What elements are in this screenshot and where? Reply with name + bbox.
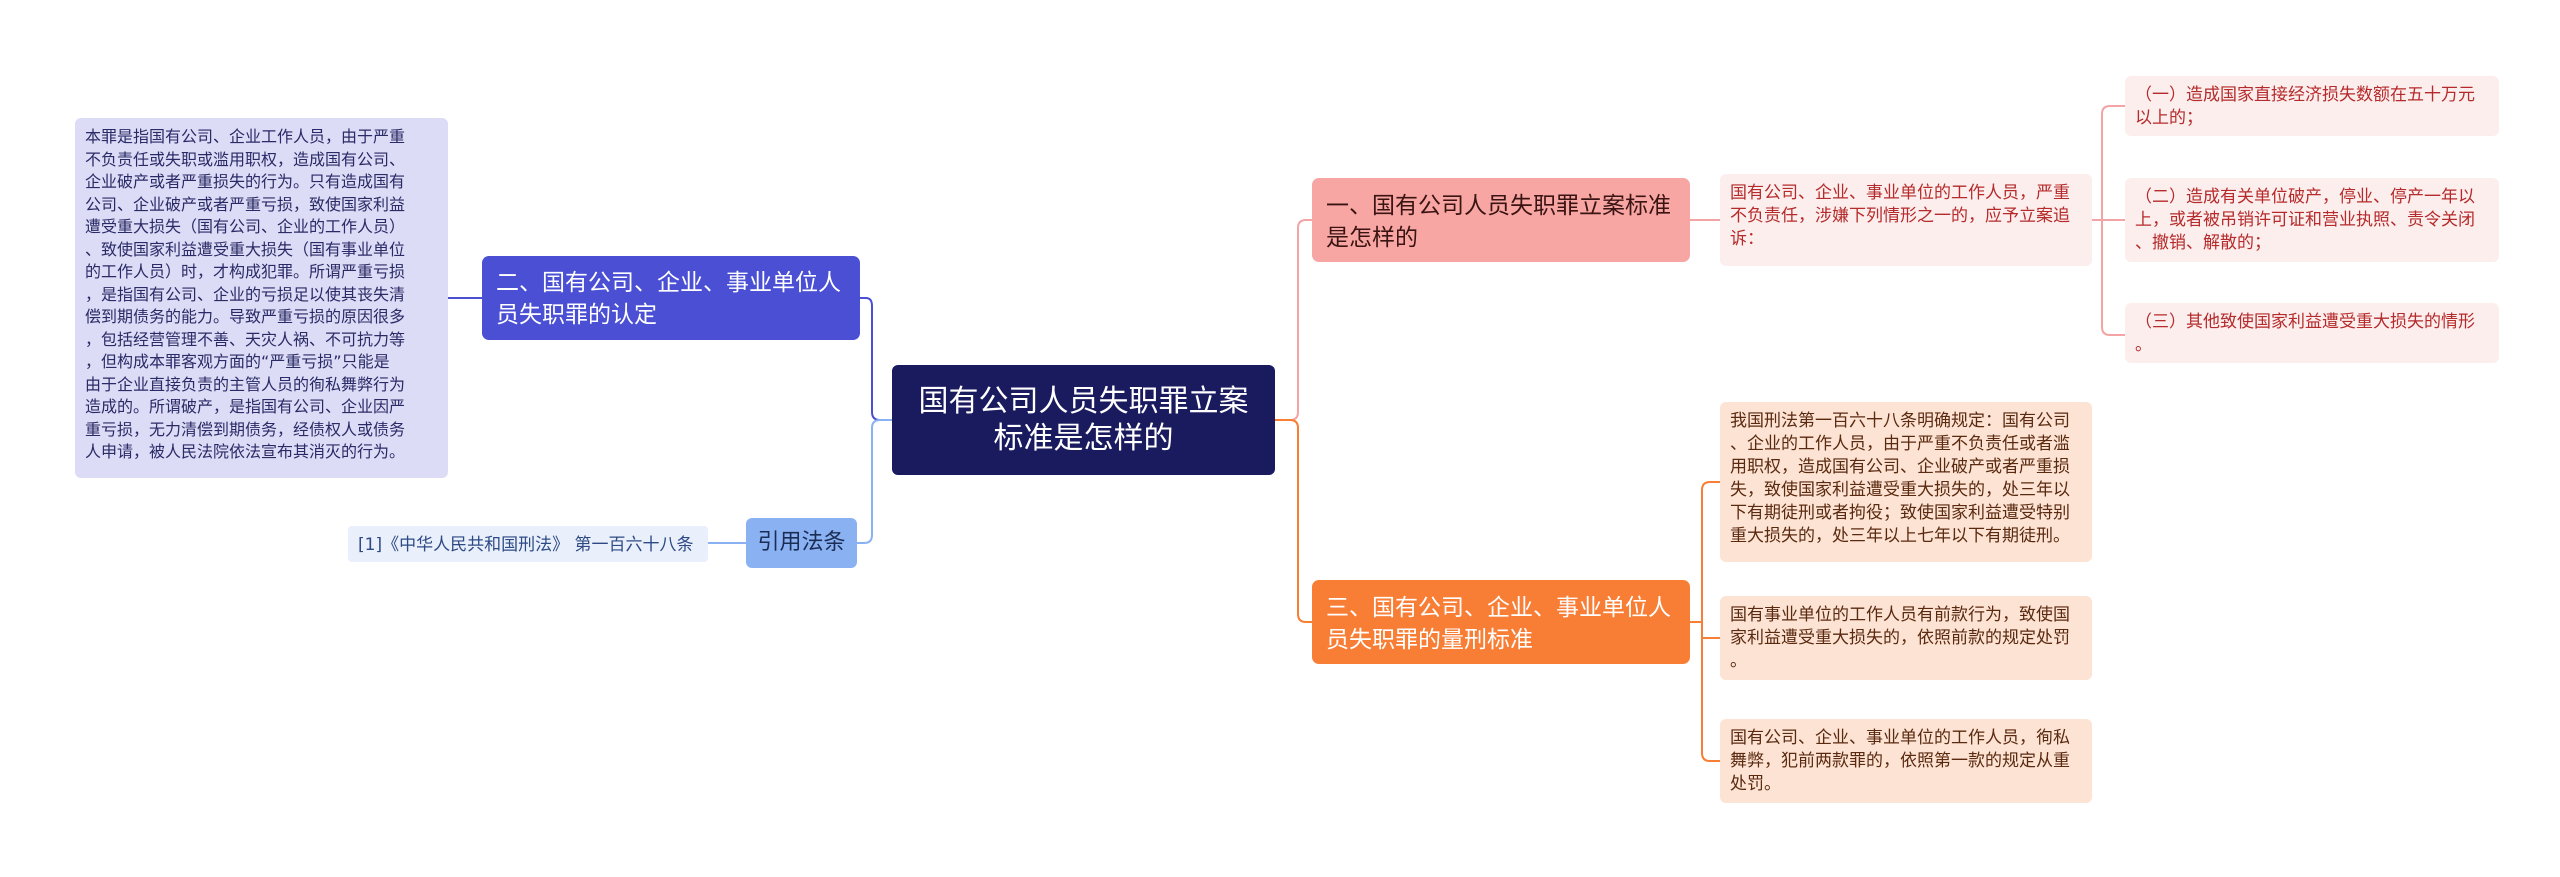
leaf-article-168[interactable]: 我国刑法第一百六十八条明确规定：国有公司 、企业的工作人员，由于严重不负责任或者…	[1720, 402, 2092, 562]
leaf-condition-2[interactable]: （二）造成有关单位破产，停业、停产一年以 上，或者被吊销许可证和营业执照、责令关…	[2125, 178, 2499, 262]
root-topic[interactable]: 国有公司人员失职罪立案 标准是怎样的	[892, 365, 1275, 475]
link-l1-sub	[2092, 105, 2125, 336]
link-root-cite	[857, 419, 892, 544]
link-b3-leaves	[1690, 481, 1720, 762]
branch-1-filing-standard[interactable]: 一、国有公司人员失职罪立案标准 是怎样的	[1312, 178, 1690, 262]
branch-3-sentencing[interactable]: 三、国有公司、企业、事业单位人 员失职罪的量刑标准	[1312, 580, 1690, 664]
leaf-filing-condition[interactable]: 国有公司、企业、事业单位的工作人员，严重 不负责任，涉嫌下列情形之一的，应予立案…	[1720, 174, 2092, 266]
leaf-condition-3[interactable]: （三）其他致使国家利益遭受重大损失的情形 。	[2125, 303, 2499, 363]
leaf-public-institution[interactable]: 国有事业单位的工作人员有前款行为，致使国 家利益遭受重大损失的，依照前款的规定处…	[1720, 596, 2092, 680]
link-root-b2	[860, 297, 892, 421]
leaf-law-reference[interactable]: [1]《中华人民共和国刑法》 第一百六十八条	[348, 526, 708, 562]
leaf-condition-1[interactable]: （一）造成国家直接经济损失数额在五十万元 以上的；	[2125, 76, 2499, 136]
leaf-crime-definition[interactable]: 本罪是指国有公司、企业工作人员，由于严重 不负责任或失职或滥用职权，造成国有公司…	[75, 118, 448, 478]
branch-2-determination[interactable]: 二、国有公司、企业、事业单位人 员失职罪的认定	[482, 256, 860, 340]
leaf-favoritism[interactable]: 国有公司、企业、事业单位的工作人员，徇私 舞弊，犯前两款罪的，依照第一款的规定从…	[1720, 719, 2092, 803]
link-root-b1	[1275, 219, 1312, 421]
branch-cited-law[interactable]: 引用法条	[746, 518, 857, 568]
link-root-b3	[1275, 419, 1312, 623]
